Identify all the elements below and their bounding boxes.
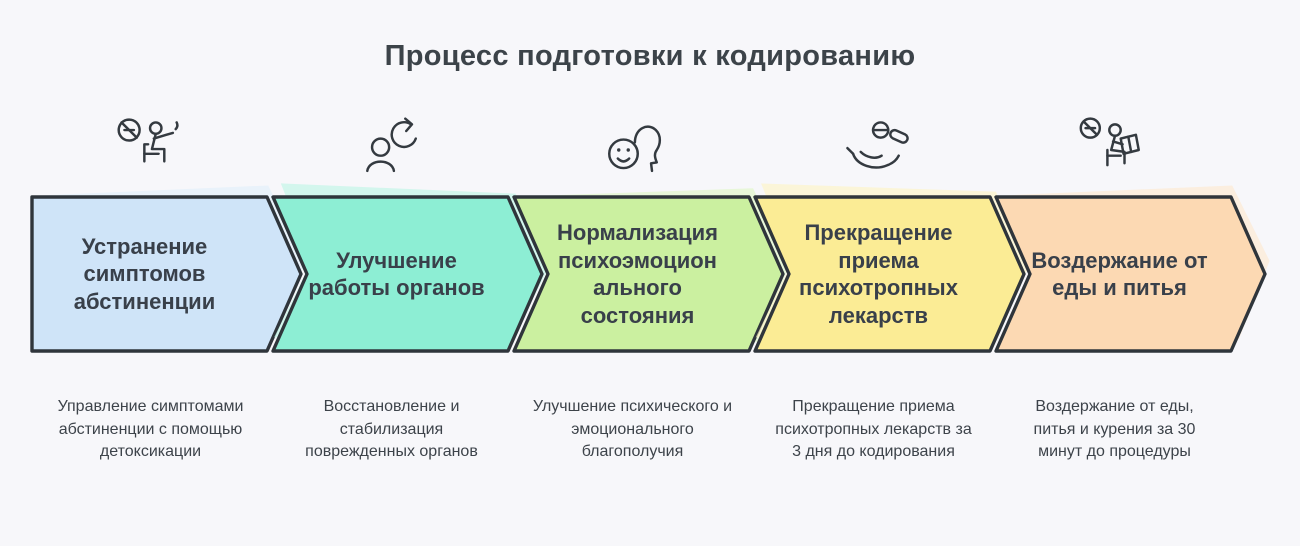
step-1-heading: Устранение симптомов абстиненции <box>73 233 216 314</box>
step-1: Устранение симптомов абстиненции Управле… <box>30 104 306 464</box>
step-5-icon-box <box>994 104 1235 188</box>
person-refresh-icon <box>365 117 417 173</box>
head-smile-icon <box>607 125 661 173</box>
step-5-heading: Воздержание от еды и питья <box>1031 247 1208 301</box>
step-5: Воздержание от еды и питья Воздержание о… <box>994 104 1270 464</box>
hand-pills-icon <box>845 121 909 169</box>
step-3-icon-box <box>512 104 753 188</box>
step-4-heading: Прекращение приема психотропных лекарств <box>799 220 958 328</box>
step-4-arrow-shape <box>753 183 1028 353</box>
step-3-heading: Нормализация психоэмоцион ального состоя… <box>557 220 718 328</box>
step-3-arrow-shape <box>512 188 790 353</box>
step-2-icon-box <box>271 104 512 188</box>
step-3: Нормализация психоэмоцион ального состоя… <box>512 104 790 464</box>
steps-row: Устранение симптомов абстиненции Управле… <box>30 104 1270 464</box>
step-2: Улучшение работы органов Восстановление … <box>271 104 547 464</box>
step-4-description: Прекращение приема психотропных лекарств… <box>775 398 972 461</box>
person-fasting-icon <box>1079 117 1140 167</box>
arrow-shape <box>271 195 544 353</box>
step-2-heading: Улучшение работы органов <box>308 247 485 301</box>
step-2-description: Восстановление и стабилизация поврежденн… <box>305 398 478 461</box>
step-1-arrow-shape <box>30 185 306 353</box>
arrow-shape <box>30 195 303 353</box>
step-1-arrow: Устранение симптомов абстиненции <box>30 185 306 354</box>
step-1-description: Управление симптомами абстиненции с помо… <box>57 398 244 461</box>
arrow-shape <box>994 195 1267 353</box>
no-smoking-person-icon <box>116 118 179 163</box>
diagram-title: Процесс подготовки к кодированию <box>384 40 916 72</box>
step-1-icon-box <box>30 104 271 188</box>
step-5-arrow: Воздержание от еды и питья <box>994 185 1270 354</box>
step-4-icon-box <box>753 104 994 188</box>
step-3-arrow: Нормализация психоэмоцион ального состоя… <box>512 188 790 354</box>
step-5-description: Воздержание от еды, питья и курения за 3… <box>1033 398 1196 461</box>
step-5-arrow-shape <box>994 185 1270 353</box>
step-4-arrow: Прекращение приема психотропных лекарств <box>753 183 1028 354</box>
arrow-shape <box>753 195 1026 353</box>
step-2-arrow-shape <box>271 183 547 353</box>
step-2-arrow: Улучшение работы органов <box>271 183 547 354</box>
step-3-description: Улучшение психического и эмоционального … <box>532 398 733 461</box>
step-4: Прекращение приема психотропных лекарств… <box>753 104 1028 464</box>
arrow-shape <box>512 195 785 353</box>
